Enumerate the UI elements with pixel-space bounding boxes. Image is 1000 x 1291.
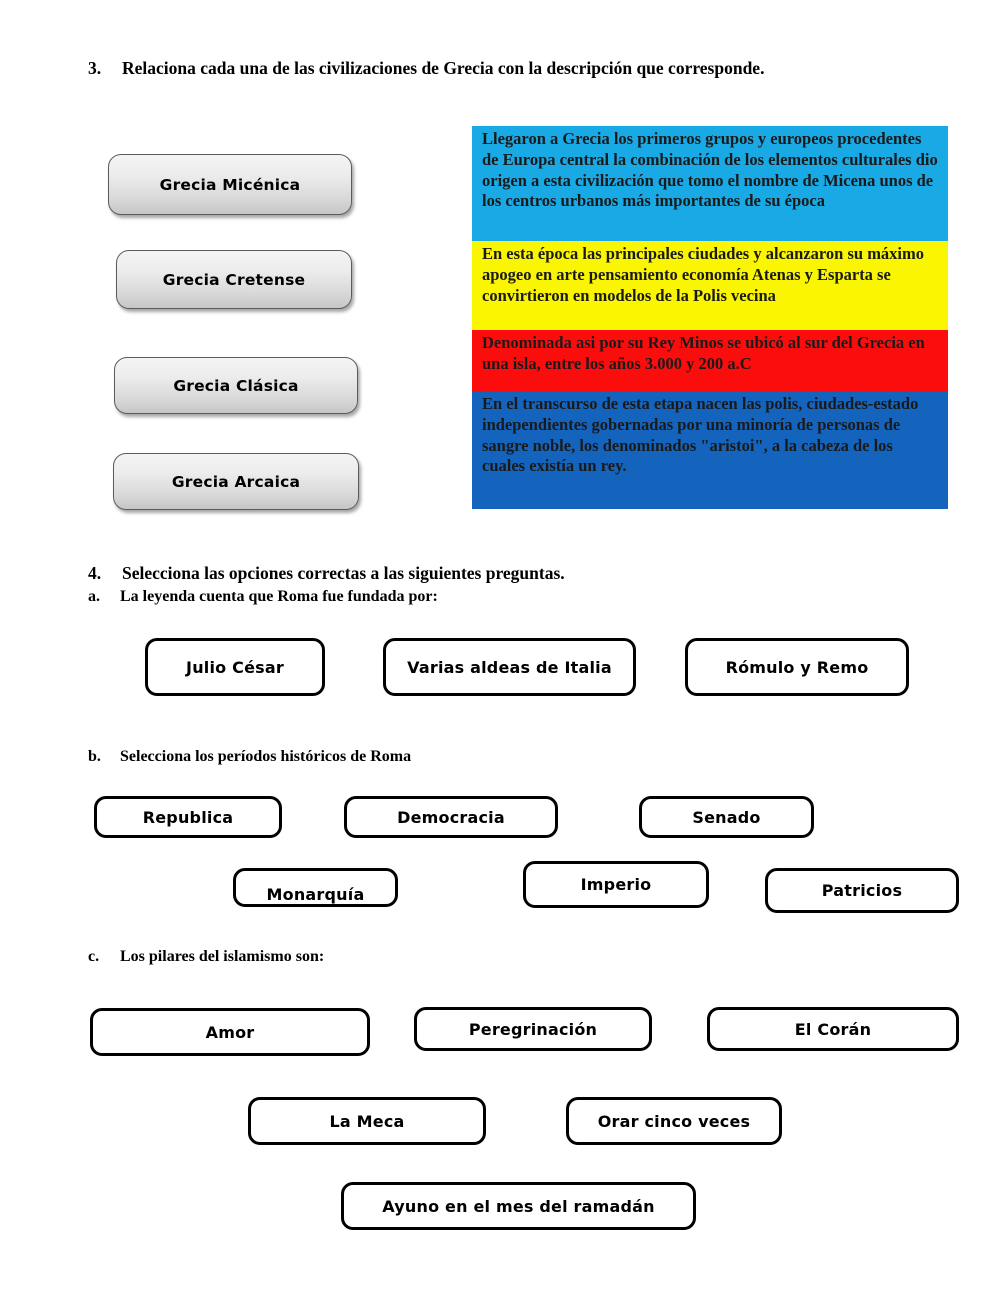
- option-label: Imperio: [580, 875, 652, 894]
- question-a-text: La leyenda cuenta que Roma fue fundada p…: [120, 588, 438, 605]
- question-4-prompt: 4. Selecciona las opciones correctas a la…: [88, 563, 565, 584]
- option-button-senado[interactable]: Senado: [639, 796, 814, 838]
- option-label: Amor: [205, 1022, 255, 1042]
- question-3-marker: 3.: [88, 58, 102, 78]
- description-text: Llegaron a Grecia los primeros grupos y …: [482, 129, 938, 211]
- civilization-button-grecia-arcaica[interactable]: Grecia Arcaica: [113, 453, 359, 510]
- option-label: Democracia: [397, 807, 505, 827]
- option-button-orar-cinco-veces[interactable]: Orar cinco veces: [566, 1097, 782, 1145]
- civilization-button-grecia-clasica[interactable]: Grecia Clásica: [114, 357, 358, 414]
- question-b-prompt: b. Selecciona los períodos históricos de …: [88, 748, 411, 766]
- option-button-republica[interactable]: Republica: [94, 796, 282, 838]
- option-button-democracia[interactable]: Democracia: [344, 796, 558, 838]
- option-button-amor[interactable]: Amor: [90, 1008, 370, 1056]
- option-label: Rómulo y Remo: [725, 657, 869, 677]
- option-button-el-coran[interactable]: El Corán: [707, 1007, 959, 1051]
- question-3-prompt: 3. Relaciona cada una de las civilizacion…: [88, 58, 764, 79]
- option-label: Ayuno en el mes del ramadán: [382, 1196, 655, 1216]
- option-label: Senado: [692, 807, 761, 827]
- option-button-monarquia[interactable]: Monarquía: [233, 868, 398, 907]
- description-box-red[interactable]: Denominada asi por su Rey Minos se ubicó…: [472, 330, 948, 391]
- question-4-marker: 4.: [88, 563, 102, 583]
- question-c-marker: c.: [88, 948, 100, 965]
- question-a-marker: a.: [88, 588, 100, 605]
- option-button-varias-aldeas-de-italia[interactable]: Varias aldeas de Italia: [383, 638, 636, 696]
- description-text: Denominada asi por su Rey Minos se ubicó…: [482, 333, 925, 373]
- civilization-label: Grecia Clásica: [173, 376, 299, 395]
- question-a-prompt: a. La leyenda cuenta que Roma fue fundada…: [88, 588, 438, 606]
- option-label: Republica: [142, 807, 234, 827]
- option-button-la-meca[interactable]: La Meca: [248, 1097, 486, 1145]
- question-b-marker: b.: [88, 748, 101, 765]
- option-label: Orar cinco veces: [597, 1111, 751, 1131]
- description-box-yellow[interactable]: En esta época las principales ciudades y…: [472, 241, 948, 330]
- option-button-imperio[interactable]: Imperio: [523, 861, 709, 908]
- description-box-cyan[interactable]: Llegaron a Grecia los primeros grupos y …: [472, 126, 948, 241]
- question-4-text: Selecciona las opciones correctas a las …: [122, 563, 565, 583]
- option-label: Monarquía: [266, 885, 365, 904]
- option-label: Peregrinación: [468, 1019, 598, 1039]
- option-button-julio-cesar[interactable]: Julio César: [145, 638, 325, 696]
- option-button-ayuno-ramadan[interactable]: Ayuno en el mes del ramadán: [341, 1182, 696, 1230]
- description-text: En el transcurso de esta etapa nacen las…: [482, 394, 919, 476]
- option-button-peregrinacion[interactable]: Peregrinación: [414, 1007, 652, 1051]
- civilization-label: Grecia Arcaica: [171, 472, 301, 491]
- question-c-prompt: c. Los pilares del islamismo son:: [88, 948, 324, 966]
- question-b-text: Selecciona los períodos históricos de Ro…: [120, 748, 412, 765]
- option-label: La Meca: [329, 1111, 405, 1131]
- question-c-text: Los pilares del islamismo son:: [120, 948, 325, 965]
- description-text: En esta época las principales ciudades y…: [482, 244, 925, 305]
- civilization-button-grecia-micenica[interactable]: Grecia Micénica: [108, 154, 352, 215]
- option-label: Patricios: [821, 881, 903, 900]
- civilization-label: Grecia Cretense: [162, 270, 306, 289]
- civilization-label: Grecia Micénica: [159, 175, 301, 194]
- option-label: El Corán: [794, 1019, 872, 1039]
- civilization-button-grecia-cretense[interactable]: Grecia Cretense: [116, 250, 352, 309]
- question-3-text: Relaciona cada una de las civilizaciones…: [122, 58, 765, 78]
- description-stack: Llegaron a Grecia los primeros grupos y …: [472, 126, 948, 509]
- description-box-blue[interactable]: En el transcurso de esta etapa nacen las…: [472, 391, 948, 509]
- option-label: Varias aldeas de Italia: [407, 657, 612, 677]
- option-button-romulo-y-remo[interactable]: Rómulo y Remo: [685, 638, 909, 696]
- option-button-patricios[interactable]: Patricios: [765, 868, 959, 913]
- option-label: Julio César: [186, 657, 284, 677]
